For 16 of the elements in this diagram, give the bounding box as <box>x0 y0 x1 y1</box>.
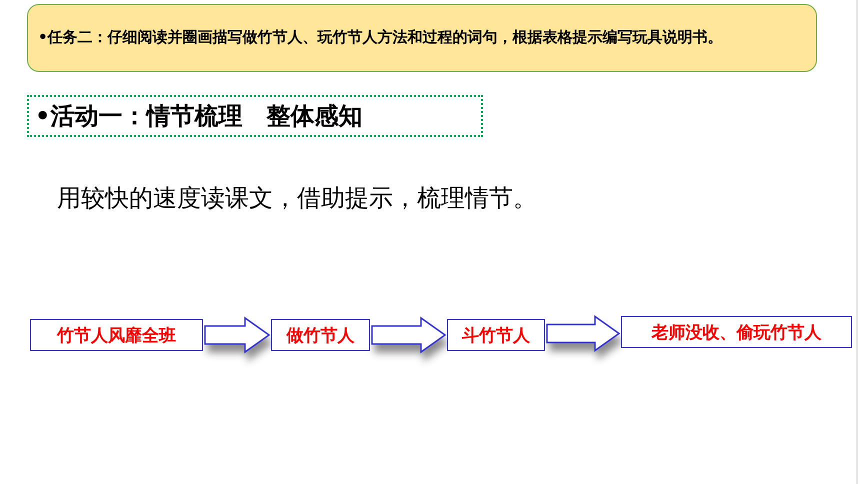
instruction-text: 用较快的速度读课文，借助提示，梳理情节。 <box>57 183 537 214</box>
activity-heading-box <box>27 95 483 137</box>
step-label: 斗竹节人 <box>462 324 530 346</box>
block-arrow <box>546 315 620 352</box>
step-label: 老师没收、偷玩竹节人 <box>652 322 822 344</box>
process-box <box>30 319 203 351</box>
block-arrow <box>204 316 270 354</box>
step-label: 做竹节人 <box>286 324 354 346</box>
heading-text: •活动一：情节梳理 整体感知 <box>35 101 362 132</box>
task-text: •任务二：仔细阅读并圈画描写做竹节人、玩竹节人方法和过程的词句，根据表格提示编写玩具说明书。 <box>38 27 723 48</box>
step-label: 竹节人风靡全班 <box>57 324 176 346</box>
process-box <box>621 316 852 348</box>
block-arrow <box>371 316 446 354</box>
process-box <box>271 319 370 351</box>
task-banner <box>27 4 817 72</box>
process-box <box>447 319 545 351</box>
